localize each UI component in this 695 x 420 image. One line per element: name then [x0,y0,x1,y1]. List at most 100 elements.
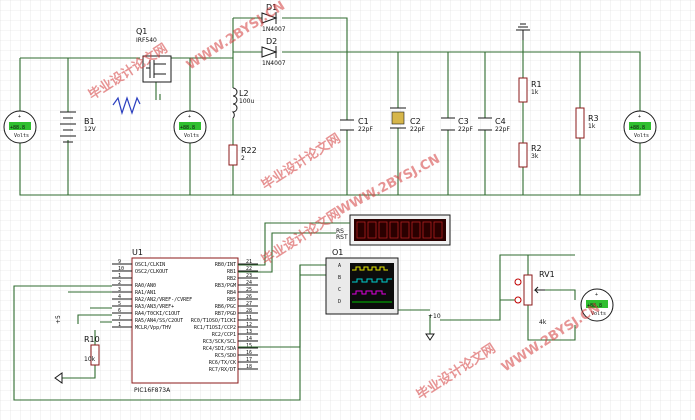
lcd-digit [356,221,366,239]
l2-value: 100u [239,98,254,105]
mcu-pin-name: MCLR/Vpp/THV [135,325,171,331]
ground-symbol-top [516,23,530,40]
voltmeter-plus-terminal: + [18,114,21,120]
capacitor-c3: C3 22pF [441,117,473,133]
q1-value: IRF540 [136,37,157,44]
lcd-display: RS RST [336,214,451,246]
voltmeter-unit: Volts [591,311,606,317]
mcu-pin-number: 7 [118,315,121,321]
r22-ref: R22 [241,146,257,155]
lcd-label-rs: RS [336,228,344,235]
mcu-pin-name: RC2/CCP1 [212,332,236,338]
pwm-waveform-icon [112,96,141,116]
mcu-pin-name: RA0/AN0 [135,283,156,289]
lcd-digit [433,221,443,239]
mcu-pin-number: 21 [246,259,252,265]
battery-b1: B1 12V [60,111,97,143]
mcu-pin-number: 15 [246,343,252,349]
mcu-pin-name: OSC1/CLKIN [135,262,165,268]
capacitor-c4: C4 22pF [478,117,510,133]
voltmeter-unit: Volts [634,133,649,139]
voltmeter-reading: +88.8 [180,125,195,131]
vref-arrow-icon [425,333,435,341]
c4-value: 22pF [495,126,510,133]
osc-ch-d: D [338,299,341,305]
mcu-pin-number: 26 [246,294,252,300]
r10-value: 10k [84,356,96,363]
rv1-value: 4k [539,319,547,326]
lcd-digit [400,221,410,239]
mcu-pin-name: RA3/AN3/VREF+ [135,304,174,310]
mcu-pin-number: 1 [118,273,121,279]
r22-value: 2 [241,155,245,162]
mcu-pin-name: RA4/T0CKI/C1OUT [135,311,180,317]
osc-ch-b: B [338,275,341,281]
voltmeter-reading: +88.8 [587,303,602,309]
mcu-pin-name: RB7/PGD [215,311,236,317]
mcu-pin-number: 11 [246,315,252,321]
mcu-pin-number: 12 [246,322,252,328]
voltmeter-plus-terminal: + [188,114,191,120]
mcu-pin-name: RC7/RX/DT [209,367,236,373]
r3-value: 1k [588,123,596,130]
resistor-r3: R3 1k [575,107,599,139]
d1-ref: D1 [266,3,277,12]
mcu-pin-name: RC4/SDI/SDA [203,346,236,352]
mcu-pin-name: RC3/SCK/SCL [203,339,236,345]
osc-ch-c: C [338,287,341,293]
mcu-pin-number: 22 [246,266,252,272]
mcu-pin-name: RB5 [227,297,236,303]
capacitor-c2: C2 22pF [390,107,425,133]
resistor-r10: R10 10k [84,335,100,366]
l2-ref: L2 [239,89,249,98]
c2-value: 22pF [410,126,425,133]
mcu-pin-name: RC1/T1OSI/CCP2 [194,325,236,331]
mcu-pin-name: RB1 [227,269,236,275]
oscilloscope-o1: O1 A B C D [325,248,399,315]
b1-ref: B1 [84,117,95,126]
mcu-pin-number: 3 [118,287,121,293]
mcu-pin-number: 28 [246,308,252,314]
mcu-pin-name: OSC2/CLKOUT [135,269,168,275]
mcu-pin-number: 13 [246,329,252,335]
mcu-pin-name: RB4 [227,290,236,296]
mcu-pin-number: 5 [118,301,121,307]
mcu-pin-name: RC6/TX/CK [209,360,236,366]
c1-ref: C1 [358,117,369,126]
potentiometer-rv1: RV1 4k [514,270,555,326]
mcu-pin-number: 16 [246,350,252,356]
r1-value: 1k [531,89,539,96]
lcd-digit [378,221,388,239]
voltmeters: +88.8Volts++88.8Volts++88.8Volts++88.8Vo… [3,110,657,322]
mcu-pin-name: RB3/PGM [215,283,236,289]
mcu-pin-number: 24 [246,280,252,286]
voltmeter-unit: Volts [14,133,29,139]
mcu-pin-number: 2 [118,280,121,286]
mcu-pin-number: 25 [246,287,252,293]
u1-value: PIC16F873A [134,387,171,394]
mcu-pin-number: 18 [246,364,252,370]
mcu-pin-name: RA5/AN4/SS/C2OUT [135,318,183,324]
supply-label-plus5: +5 [55,315,62,324]
voltmeter-plus-terminal: + [638,114,641,120]
mcu-pin-number: 6 [118,308,121,314]
mcu-pin-name: RA2/AN2/VREF-/CVREF [135,297,192,303]
capacitor-c1: C1 22pF [340,117,373,133]
mcu-pin-number: 9 [118,259,121,265]
b1-value: 12V [84,126,97,133]
r1-ref: R1 [531,80,542,89]
lcd-label-rst: RST [336,234,348,241]
mcu-pin-number: 27 [246,301,252,307]
r2-ref: R2 [531,144,542,153]
resistor-r22: R22 2 [228,144,257,166]
resistor-r1: R1 1k [518,77,542,103]
diode-d2: D2 1N4007 [261,37,286,67]
r2-value: 3k [531,153,539,160]
lcd-digit [367,221,377,239]
